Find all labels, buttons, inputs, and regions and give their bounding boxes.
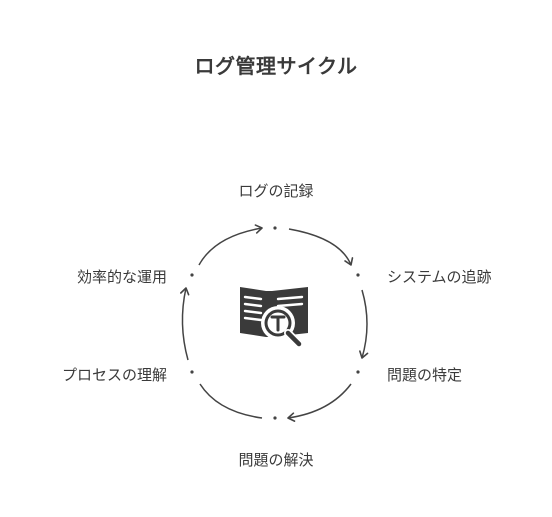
stage-label-left-upper: 効率的な運用: [76, 268, 167, 286]
node-dot-bottom: [273, 416, 277, 420]
stage-label-left-lower: プロセスの理解: [61, 366, 167, 384]
node-dot-top: [273, 226, 277, 230]
arrow-bottom-to-left-lower: [199, 383, 263, 419]
stage-label-bottom: 問題の解決: [238, 451, 314, 469]
stage-label-top: ログの記録: [238, 182, 314, 200]
arrow-right-lower-to-bottom: [287, 383, 352, 422]
arrow-left-upper-to-top: [198, 224, 263, 266]
node-dot-right-lower: [356, 370, 360, 374]
node-dot-left-upper: [190, 273, 194, 277]
arrow-right-upper-to-right-lower: [359, 289, 369, 359]
arrow-top-to-right-upper: [288, 228, 354, 266]
stage-label-right-lower: 問題の特定: [387, 366, 463, 384]
node-dot-left-lower: [190, 370, 194, 374]
stage-label-right-upper: システムの追跡: [387, 268, 492, 286]
node-dot-right-upper: [356, 273, 360, 277]
book-search-icon: [240, 287, 308, 348]
diagram-title: ログ管理サイクル: [194, 54, 358, 78]
arrow-left-lower-to-left-upper: [179, 287, 190, 361]
